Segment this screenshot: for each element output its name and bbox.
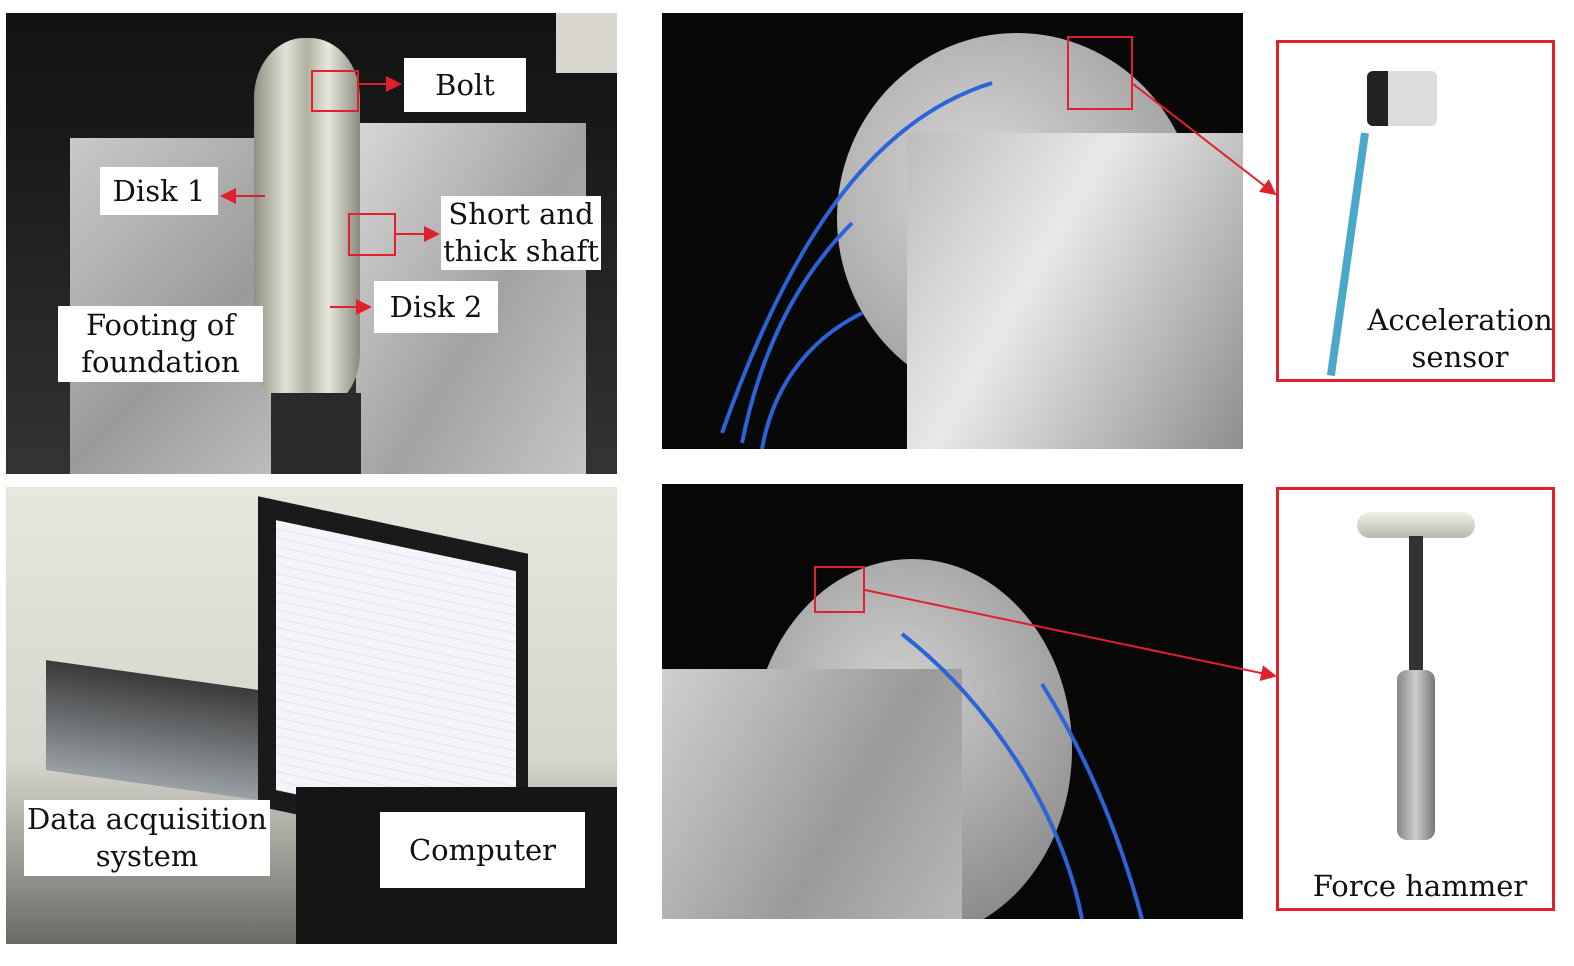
label-computer-text: Computer bbox=[408, 832, 557, 867]
disk-pair bbox=[254, 38, 360, 413]
sensor-highlight bbox=[1067, 36, 1133, 110]
label-disk2-text: Disk 2 bbox=[389, 289, 483, 324]
sensor-cables bbox=[900, 632, 1144, 919]
label-bolt-text: Bolt bbox=[435, 67, 495, 102]
hammer-impact-photo bbox=[662, 484, 1243, 919]
label-bolt: Bolt bbox=[404, 58, 526, 112]
label-daq-line2: system bbox=[95, 839, 199, 873]
sensor-mount-photo bbox=[662, 13, 1243, 449]
label-hammer-text: Force hammer bbox=[1312, 868, 1528, 903]
label-shaft-line1: Short and bbox=[448, 197, 594, 231]
label-disk1: Disk 1 bbox=[100, 167, 218, 215]
daq-unit bbox=[46, 660, 286, 804]
label-footing-line2: foundation bbox=[81, 345, 240, 379]
sensor-cable bbox=[1326, 132, 1369, 377]
curtain-right bbox=[556, 13, 617, 73]
hammer-head-icon bbox=[1357, 512, 1475, 538]
label-daq-line1: Data acquisition bbox=[27, 802, 267, 836]
label-sensor-line1: Acceleration bbox=[1367, 303, 1553, 337]
label-shaft-line2: thick shaft bbox=[443, 234, 599, 268]
sensor-head-icon bbox=[1367, 71, 1437, 126]
label-footing-line1: Footing of bbox=[85, 308, 236, 342]
shaft-base bbox=[271, 393, 361, 474]
acceleration-sensor-inset bbox=[1276, 40, 1555, 382]
label-sensor-line2: sensor bbox=[1411, 340, 1509, 374]
force-hammer-inset bbox=[1276, 487, 1555, 911]
hammer-grip bbox=[1397, 670, 1435, 840]
hammer-impact-highlight bbox=[814, 566, 865, 613]
label-disk1-text: Disk 1 bbox=[112, 173, 206, 208]
hammer-shaft bbox=[1409, 536, 1423, 676]
shaft-highlight bbox=[348, 213, 396, 256]
sensor-cables bbox=[720, 81, 993, 449]
label-computer: Computer bbox=[380, 812, 585, 888]
label-disk2: Disk 2 bbox=[374, 281, 498, 333]
label-force-hammer: Force hammer bbox=[1300, 866, 1540, 906]
housing-block bbox=[662, 669, 962, 919]
bolt-highlight bbox=[311, 70, 359, 112]
